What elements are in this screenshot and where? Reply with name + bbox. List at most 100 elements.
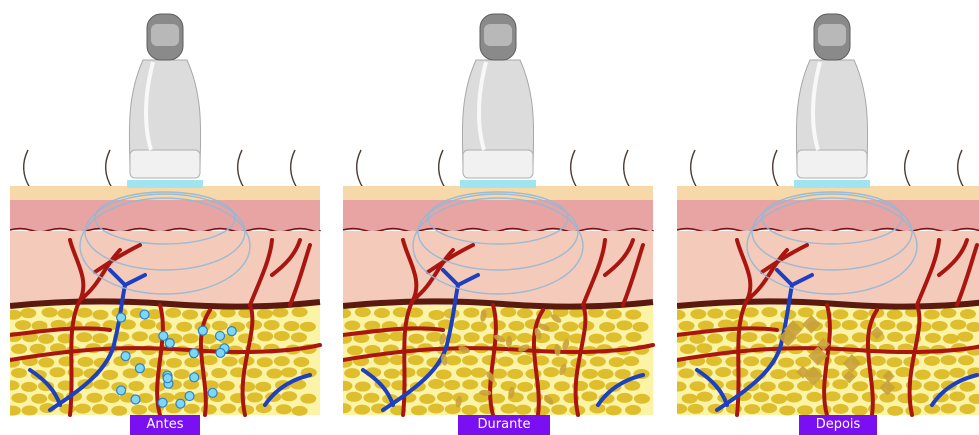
hair-icon bbox=[571, 150, 577, 188]
fat-cell bbox=[257, 357, 273, 367]
fat-cell bbox=[913, 393, 929, 403]
fat-cell bbox=[934, 369, 950, 379]
fat-cell bbox=[943, 334, 959, 344]
fat-cell bbox=[471, 368, 487, 378]
fat-cell bbox=[880, 320, 896, 330]
fat-cell bbox=[498, 357, 514, 367]
fat-cell bbox=[411, 405, 427, 415]
fat-cell bbox=[456, 367, 472, 377]
fat-cell bbox=[598, 369, 614, 379]
fat-cell bbox=[92, 333, 108, 343]
fat-cell bbox=[75, 404, 91, 414]
fat-cell bbox=[887, 309, 903, 319]
fat-cell bbox=[589, 380, 605, 390]
fat-cell bbox=[707, 309, 723, 319]
applicator-head-detail bbox=[151, 24, 179, 46]
ultrasound-applicator-icon bbox=[460, 14, 536, 188]
fat-cell bbox=[281, 367, 297, 377]
fat-cell bbox=[11, 368, 27, 378]
fat-cell bbox=[797, 405, 813, 415]
fat-cell bbox=[634, 394, 650, 404]
ultrasound-applicator-icon bbox=[127, 14, 203, 188]
fat-cell bbox=[525, 369, 541, 379]
fat-cell bbox=[771, 394, 787, 404]
hair-icon bbox=[238, 150, 244, 188]
fat-cell bbox=[517, 382, 533, 392]
lipid-droplet bbox=[216, 348, 225, 357]
fat-cell bbox=[176, 322, 192, 332]
fat-cell bbox=[940, 403, 956, 413]
panel-depois bbox=[677, 0, 979, 435]
skin-diagram-durante bbox=[343, 0, 673, 435]
fat-cell bbox=[941, 355, 957, 365]
fat-cell bbox=[462, 355, 478, 365]
fat-cell bbox=[779, 406, 795, 416]
fat-cell bbox=[517, 333, 533, 343]
fat-cell bbox=[517, 308, 533, 318]
fat-cell bbox=[149, 358, 165, 368]
fat-cell bbox=[140, 319, 156, 329]
applicator-tip bbox=[127, 180, 203, 188]
fat-cell bbox=[679, 321, 695, 331]
fat-cell bbox=[795, 357, 811, 367]
fat-cell bbox=[778, 381, 794, 391]
fat-cell bbox=[104, 393, 120, 403]
caption-antes: Antes bbox=[130, 415, 200, 435]
lipid-droplet bbox=[185, 392, 194, 401]
fat-cell bbox=[92, 404, 108, 414]
fat-cell bbox=[183, 333, 199, 343]
fat-cell bbox=[678, 368, 694, 378]
hair-icon bbox=[958, 150, 964, 188]
fat-cell bbox=[551, 405, 567, 415]
fat-cell bbox=[22, 405, 38, 415]
fat-cell bbox=[886, 357, 902, 367]
fat-cell bbox=[354, 405, 370, 415]
lipid-droplet bbox=[198, 326, 207, 335]
fat-cell bbox=[30, 344, 46, 354]
applicator-base bbox=[130, 150, 200, 178]
fat-cell bbox=[21, 382, 37, 392]
fat-cell bbox=[606, 309, 622, 319]
fat-cell bbox=[887, 332, 903, 342]
dermis-upper-layer bbox=[343, 200, 653, 230]
fat-cell bbox=[743, 356, 759, 366]
fat-cell bbox=[517, 355, 533, 365]
fat-cell bbox=[292, 406, 308, 416]
fat-cell bbox=[384, 369, 400, 379]
fat-cell bbox=[428, 404, 444, 414]
fat-cell bbox=[949, 368, 965, 378]
fat-cell bbox=[562, 322, 578, 332]
fat-cell bbox=[292, 307, 308, 317]
applicator-tip bbox=[460, 180, 536, 188]
applicator-head-detail bbox=[818, 24, 846, 46]
fat-cell bbox=[128, 381, 144, 391]
fat-cell bbox=[399, 367, 415, 377]
fat-cell bbox=[581, 391, 597, 401]
dermis-upper-layer bbox=[677, 200, 979, 230]
fat-cell bbox=[688, 404, 704, 414]
fat-cell bbox=[760, 382, 776, 392]
fat-cell bbox=[131, 405, 147, 415]
fat-cell bbox=[257, 331, 273, 341]
fat-cell bbox=[959, 382, 975, 392]
fat-cell bbox=[786, 392, 802, 402]
fat-cell bbox=[300, 394, 316, 404]
fat-cell bbox=[76, 332, 92, 342]
fat-cell bbox=[761, 307, 777, 317]
fat-cell bbox=[462, 405, 478, 415]
fat-cell bbox=[20, 308, 36, 318]
fat-cell bbox=[42, 307, 58, 317]
hair-icon bbox=[624, 150, 630, 188]
fat-cell bbox=[15, 320, 31, 330]
lipid-droplet bbox=[176, 399, 185, 408]
fat-cell bbox=[606, 332, 622, 342]
fat-cell bbox=[543, 367, 559, 377]
fat-cell bbox=[408, 334, 424, 344]
fat-cell bbox=[852, 381, 868, 391]
fat-cell bbox=[715, 367, 731, 377]
fat-cell bbox=[276, 404, 292, 414]
fat-cell bbox=[76, 308, 92, 318]
fat-cell bbox=[355, 382, 371, 392]
fat-cell bbox=[222, 357, 238, 367]
fat-cell bbox=[915, 370, 931, 380]
